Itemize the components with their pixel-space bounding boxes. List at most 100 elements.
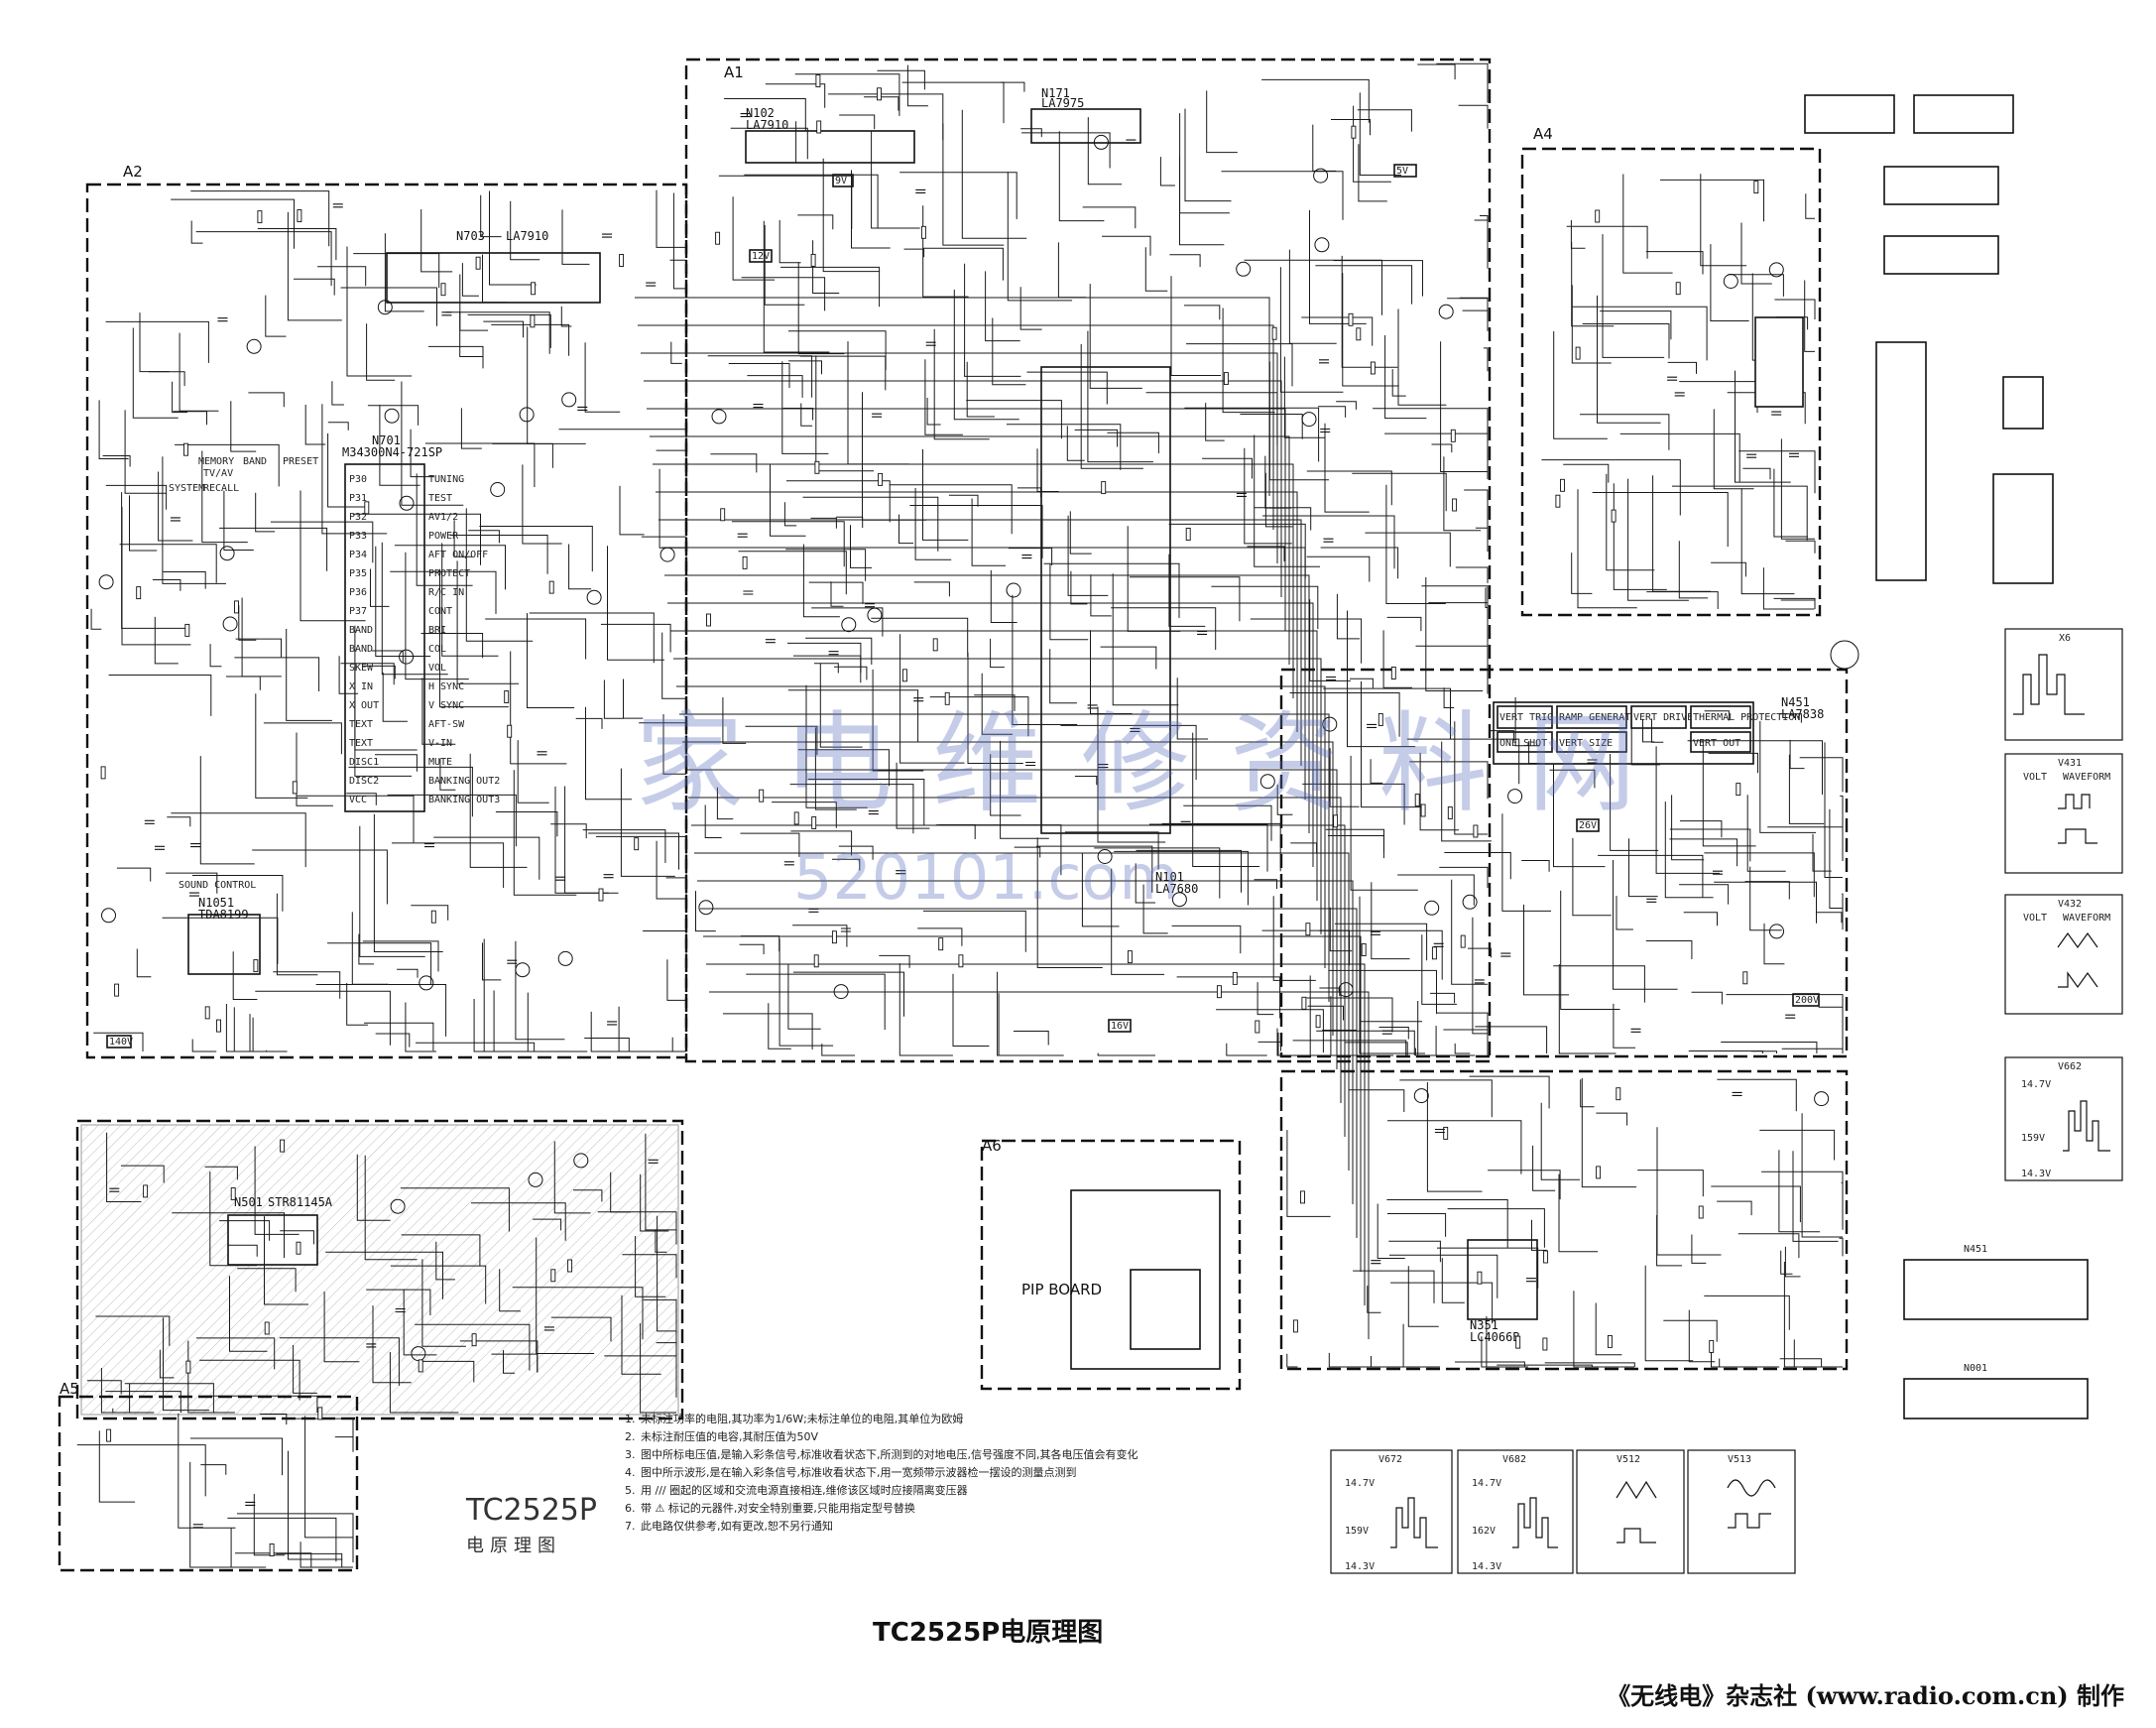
wire-trace bbox=[924, 359, 963, 435]
resistor-symbol bbox=[1377, 713, 1383, 726]
wire-trace bbox=[1279, 267, 1344, 393]
wire-trace bbox=[1700, 174, 1747, 267]
wire-trace bbox=[346, 983, 368, 1026]
wire-trace bbox=[1353, 1270, 1435, 1303]
wire-trace bbox=[1184, 108, 1232, 202]
wire-trace bbox=[1176, 976, 1281, 1019]
resistor-symbol bbox=[269, 1543, 275, 1556]
wire-trace bbox=[797, 262, 845, 355]
resistor-symbol bbox=[548, 580, 554, 594]
wire-trace bbox=[922, 910, 1026, 952]
wire-trace bbox=[124, 410, 167, 494]
wire-trace bbox=[152, 579, 181, 591]
wire-trace bbox=[252, 1017, 274, 1052]
wire-trace bbox=[1159, 157, 1175, 186]
wire-trace bbox=[1824, 742, 1843, 878]
capacitor-symbol bbox=[109, 1187, 120, 1192]
wire-trace bbox=[1646, 591, 1719, 609]
resistor-symbol bbox=[932, 638, 938, 652]
audio-frame bbox=[1279, 1069, 1849, 1371]
resistor-symbol bbox=[440, 283, 446, 297]
wire-trace bbox=[1111, 607, 1217, 650]
wire-trace bbox=[1307, 1005, 1344, 1021]
bus-line bbox=[638, 324, 1274, 530]
wire-trace bbox=[1532, 1145, 1556, 1191]
svg-text:V512: V512 bbox=[1617, 1454, 1640, 1465]
wire-trace bbox=[1352, 472, 1447, 512]
resistor-symbol bbox=[1127, 950, 1133, 964]
wire-trace bbox=[1762, 567, 1815, 610]
ic-n1051: N1051 TDA8199 bbox=[187, 896, 261, 975]
wire-trace bbox=[253, 1494, 286, 1556]
svg-text:ONE SHOT: ONE SHOT bbox=[1499, 738, 1547, 749]
note-7: 7.此电路仅供参考,如有更改,恕不另行通知 bbox=[625, 1520, 833, 1533]
wire-trace bbox=[1417, 63, 1456, 80]
wire-trace bbox=[1087, 117, 1123, 185]
wire-trace bbox=[353, 253, 440, 289]
wire-trace bbox=[744, 174, 879, 229]
model-stamp: TC2525P 电原理图 bbox=[466, 1493, 597, 1557]
wire-trace bbox=[718, 175, 853, 229]
wire-trace bbox=[1788, 754, 1825, 824]
label-n451-waveforms: N451 bbox=[1964, 1244, 1987, 1255]
wire-trace bbox=[1447, 1208, 1545, 1248]
wire-trace bbox=[1792, 1151, 1839, 1242]
wire-trace bbox=[1742, 467, 1771, 480]
wire-trace bbox=[304, 1416, 353, 1539]
wire-trace bbox=[227, 1517, 337, 1562]
wire-trace bbox=[236, 1513, 354, 1563]
wire-trace bbox=[1767, 826, 1844, 861]
wire-trace bbox=[1064, 831, 1159, 870]
wire-trace bbox=[1763, 923, 1785, 965]
svg-text:16V: 16V bbox=[1111, 1021, 1129, 1032]
wire-trace bbox=[704, 804, 722, 838]
transistor-symbol bbox=[399, 649, 415, 665]
svg-text:162V: 162V bbox=[1472, 1526, 1496, 1537]
wire-trace bbox=[1087, 330, 1153, 463]
svg-text:BANKING OUT2: BANKING OUT2 bbox=[428, 776, 500, 787]
notes-panel: 1.未标注功率的电阻,其功率为1/6W;未标注单位的电阻,其单位为欧姆 2.未标… bbox=[625, 1411, 1299, 1536]
wire-trace bbox=[1359, 925, 1425, 1054]
wire-trace bbox=[331, 381, 344, 406]
wire-trace bbox=[102, 455, 131, 467]
wire-trace bbox=[416, 473, 473, 586]
wire-trace bbox=[669, 259, 687, 272]
wire-trace bbox=[588, 832, 679, 870]
wire-trace bbox=[1663, 1319, 1718, 1342]
bus-line bbox=[688, 797, 1342, 1103]
svg-text:P31: P31 bbox=[349, 493, 367, 504]
capacitor-symbol bbox=[395, 1307, 406, 1313]
wire-trace bbox=[1660, 179, 1764, 222]
svg-text:BAND: BAND bbox=[349, 644, 373, 655]
wire-trace bbox=[561, 209, 590, 265]
resistor-symbol bbox=[317, 1407, 323, 1420]
wire-trace bbox=[1421, 585, 1489, 614]
transistor-symbol bbox=[1507, 789, 1523, 804]
wire-trace bbox=[1319, 929, 1443, 980]
resistor-symbol bbox=[816, 120, 822, 134]
wire-trace bbox=[1784, 1246, 1801, 1278]
wire-trace bbox=[1336, 401, 1357, 410]
svg-text:X IN: X IN bbox=[349, 681, 373, 692]
wire-trace bbox=[1714, 881, 1817, 924]
capacitor-symbol bbox=[828, 651, 839, 656]
wire-trace bbox=[510, 651, 567, 765]
wire-trace bbox=[695, 891, 716, 932]
wire-trace bbox=[1070, 570, 1088, 605]
resistor-symbol bbox=[810, 253, 816, 267]
wire-trace bbox=[483, 938, 543, 1052]
resistor-symbol bbox=[811, 816, 817, 829]
wire-trace bbox=[906, 64, 928, 107]
wire-trace bbox=[327, 422, 349, 431]
wire-trace bbox=[226, 676, 261, 690]
resistor-symbol bbox=[1473, 824, 1479, 838]
transistor-symbol bbox=[1424, 900, 1440, 916]
wire-trace bbox=[459, 311, 483, 357]
wire-trace bbox=[1619, 432, 1740, 482]
wire-trace bbox=[728, 363, 790, 388]
wire-trace bbox=[405, 1002, 436, 1052]
resistor-symbol bbox=[1305, 923, 1311, 936]
wire-trace bbox=[1793, 1339, 1832, 1368]
wire-trace bbox=[467, 313, 551, 348]
capacitor-symbol bbox=[424, 843, 434, 848]
